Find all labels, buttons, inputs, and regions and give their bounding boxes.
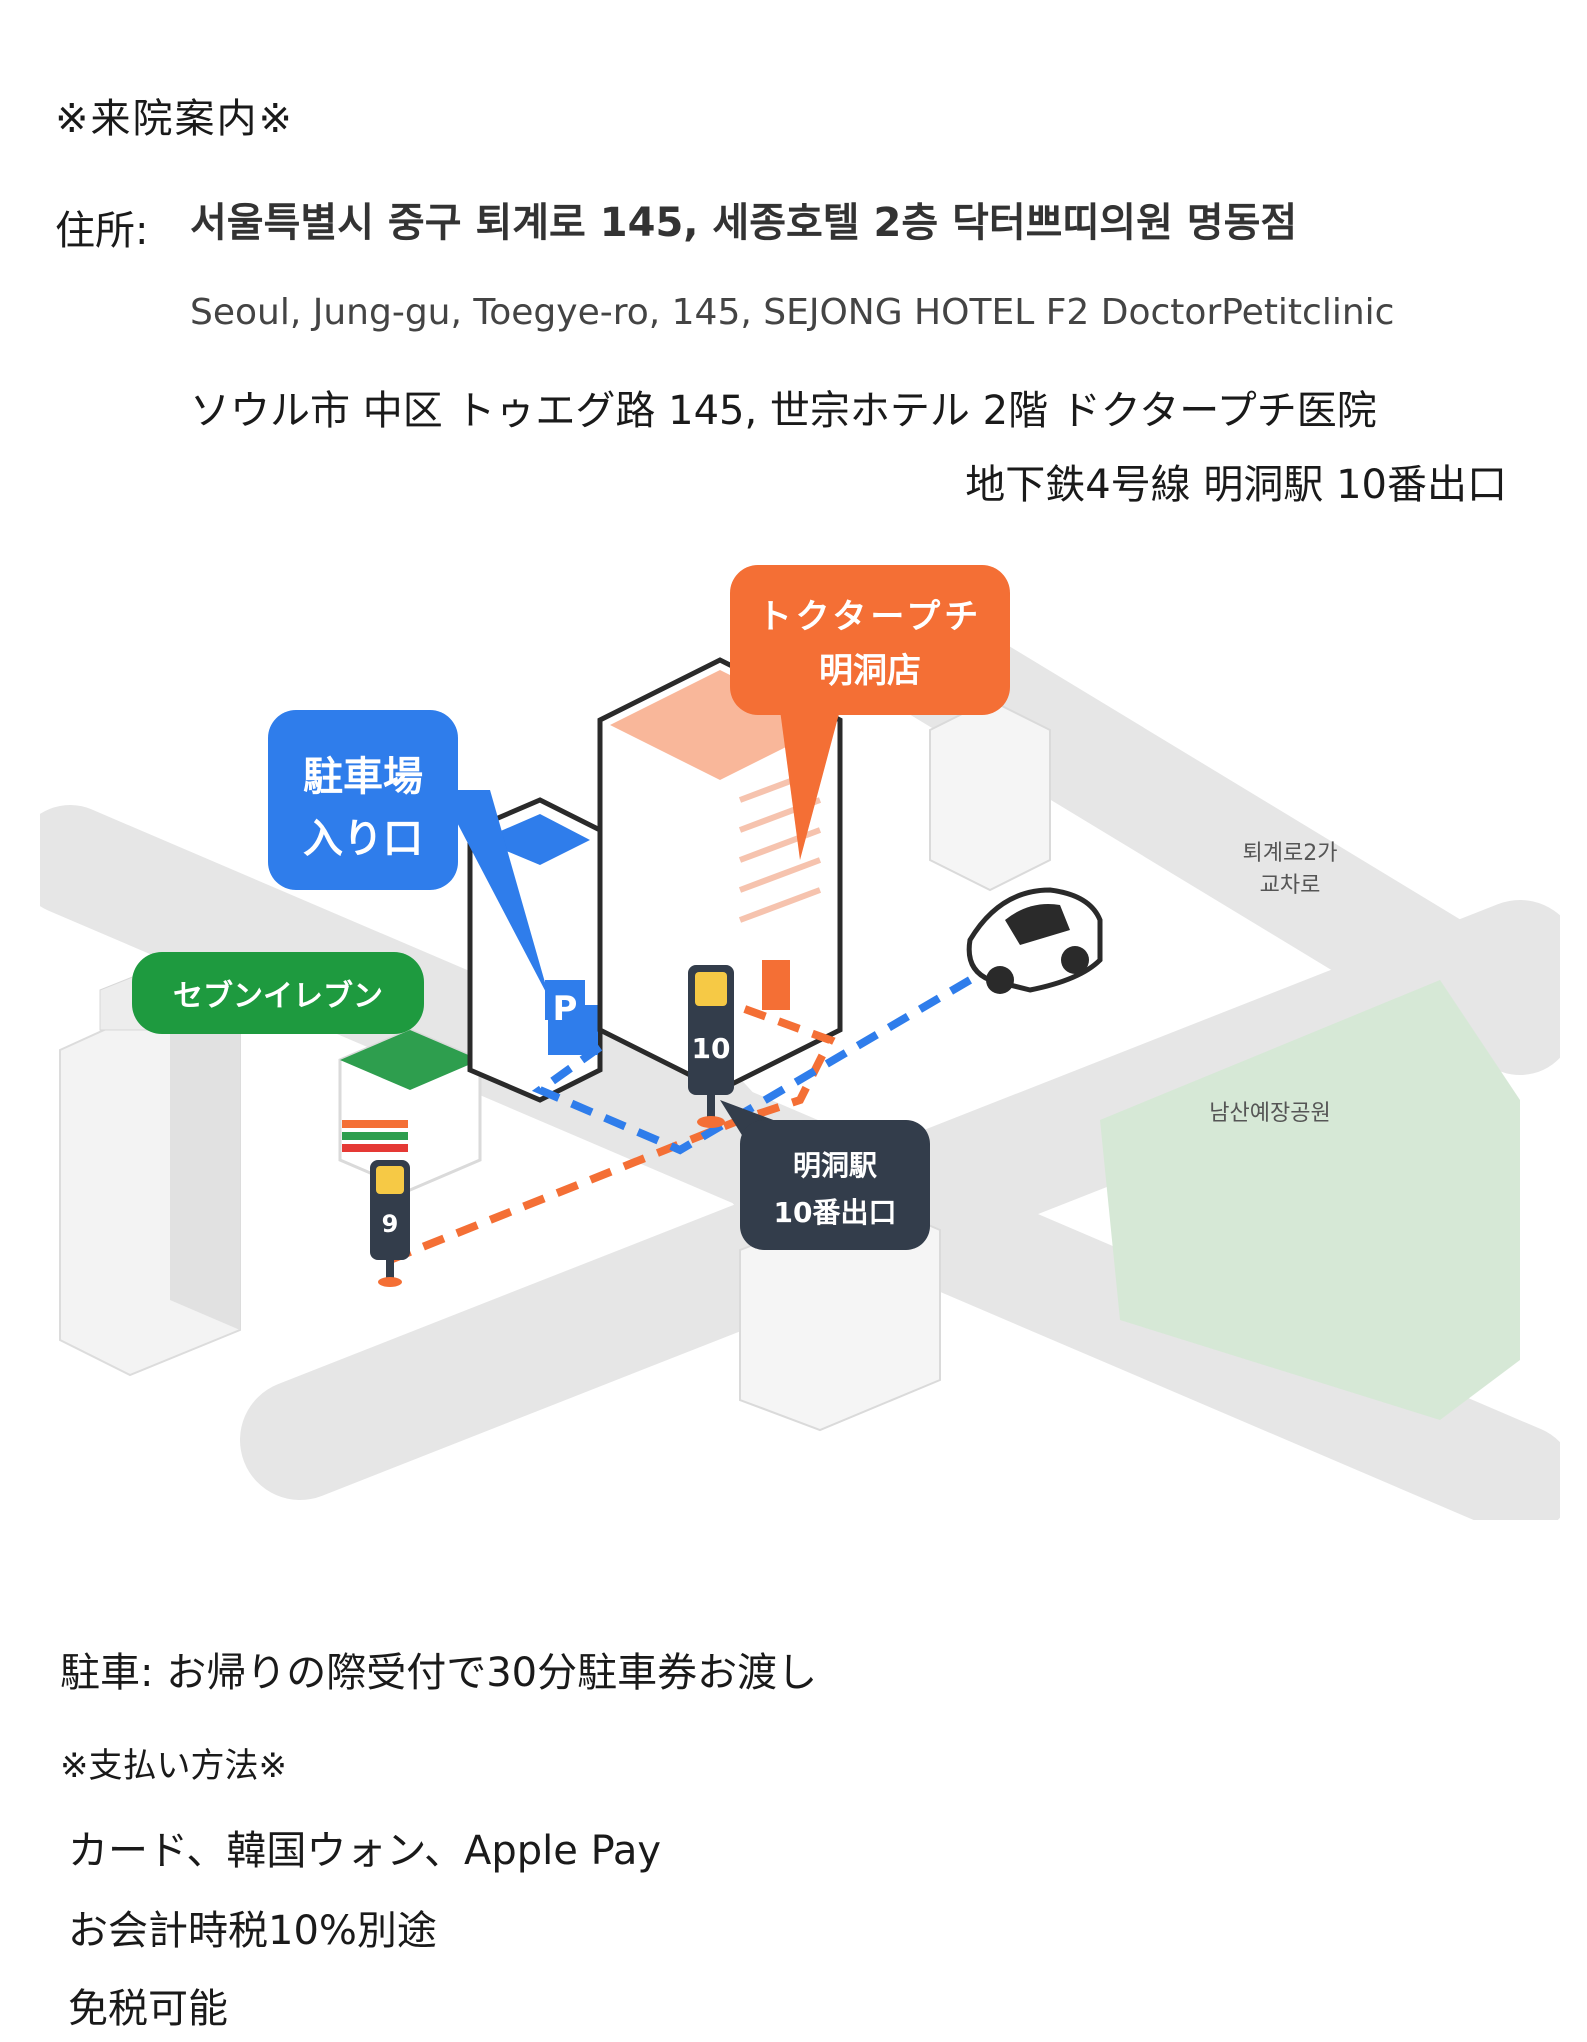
clinic-building — [597, 657, 843, 1093]
visit-guide-title: ※来院案内※ — [55, 96, 295, 142]
address-japanese: ソウル市 中区 トゥエグ路 145, 世宗ホテル 2階 ドクタープチ医院 — [190, 388, 1377, 434]
parking-sign-letter: P — [553, 989, 578, 1029]
parking-note: 駐車: お帰りの際受付で30分駐車券お渡し — [60, 1650, 818, 1696]
bus-stop-9 — [370, 1160, 410, 1287]
clinic-callout — [730, 565, 1010, 715]
bus-stop-10 — [688, 965, 734, 1128]
walking-route-orange — [388, 996, 836, 1264]
subway-directions: 地下鉄4号線 明洞駅 10番出口 — [965, 462, 1507, 508]
park-area — [1100, 980, 1520, 1420]
seven-eleven-callout — [132, 952, 424, 1034]
duty-free-note: 免税可能 — [68, 1986, 228, 2032]
car-icon — [966, 887, 1103, 994]
clinic-callout-pointer — [780, 710, 840, 860]
address-label: 住所: — [55, 208, 149, 254]
address-korean: 서울특별시 중구 퇴계로 145, 세종호텔 2층 닥터쁘띠의원 명동점 — [190, 200, 1298, 246]
intersection-label-2: 교차로 — [1260, 873, 1321, 898]
parking-callout — [268, 710, 458, 890]
payment-methods: カード、韓国ウォン、Apple Pay — [68, 1828, 662, 1874]
parking-label-line2: 入り口 — [303, 816, 423, 862]
exit-label-line2: 10番出口 — [774, 1196, 897, 1229]
exit-label-line1: 明洞駅 — [793, 1149, 877, 1182]
clinic-label-line1: トクタープチ — [758, 597, 983, 637]
seven-eleven-label: セブンイレブン — [173, 979, 383, 1014]
back-right-building — [929, 698, 1051, 892]
park-label: 남산예장공원 — [1209, 1101, 1330, 1126]
intersection-label-1: 퇴계로2가 — [1243, 841, 1338, 866]
address-english: Seoul, Jung-gu, Toegye-ro, 145, SEJONG H… — [190, 292, 1395, 333]
bus-stop-9-number: 9 — [382, 1210, 399, 1238]
tax-note: お会計時税10%別途 — [68, 1908, 437, 1954]
parking-callout-pointer — [440, 790, 550, 1000]
exit-callout — [740, 1120, 930, 1250]
payment-title: ※支払い方法※ — [60, 1746, 287, 1786]
bus-stop-10-number: 10 — [692, 1032, 731, 1065]
driving-route-blue — [531, 976, 973, 1155]
seven-eleven-building — [338, 1028, 482, 1192]
parking-label-line1: 駐車場 — [303, 754, 423, 800]
clinic-label-line2: 明洞店 — [819, 651, 921, 691]
location-map: 남산예장공원 퇴계로2가 교차로 P — [40, 565, 1560, 1520]
